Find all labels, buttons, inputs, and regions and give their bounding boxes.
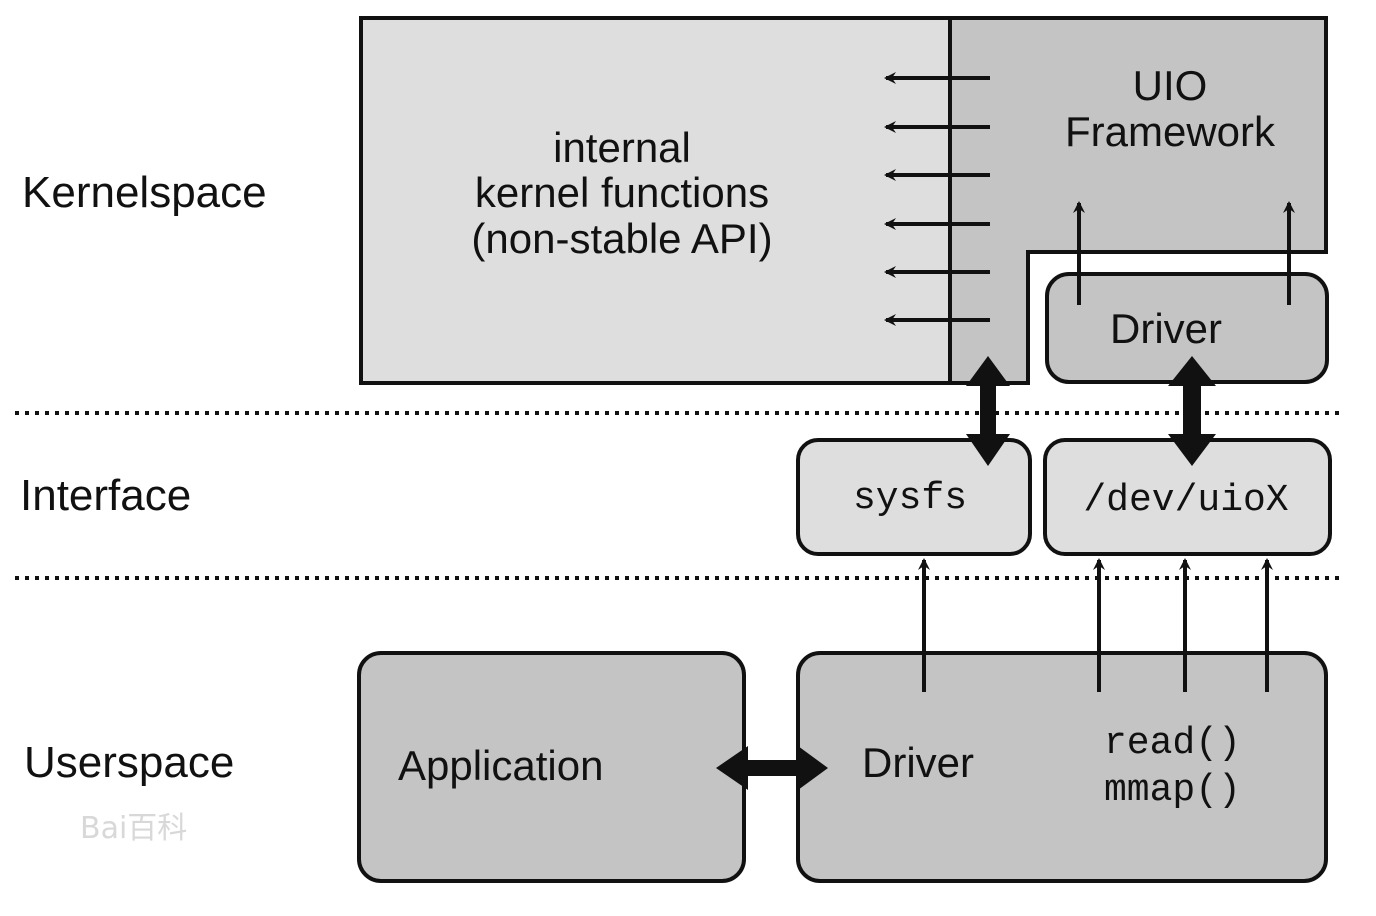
lane-label-userspace: Userspace <box>24 738 234 787</box>
lane-label-interface: Interface <box>20 471 191 520</box>
uio-framework-label-line1: UIO <box>1133 62 1208 109</box>
app-driver-double-arrow <box>716 746 828 790</box>
uio-sysfs-double-arrow <box>966 356 1010 466</box>
uio-framework-label-line2: Framework <box>1065 108 1276 155</box>
sysfs-label: sysfs <box>853 477 967 520</box>
driver-devuio-double-arrow <box>1168 356 1216 466</box>
uio-framework-box <box>948 16 1328 385</box>
mmap-call-label: mmap() <box>1104 769 1241 812</box>
kernel-functions-box <box>359 16 952 385</box>
lane-label-kernelspace: Kernelspace <box>22 168 267 217</box>
read-call-label: read() <box>1104 722 1241 765</box>
kernel-functions-label-line1: internal <box>553 124 691 171</box>
kernel-call-arrows <box>884 72 990 326</box>
application-label: Application <box>398 742 603 789</box>
sysfs-box <box>796 438 1032 556</box>
userspace-driver-label: Driver <box>862 739 974 786</box>
kernel-functions-label-line2: kernel functions <box>475 169 769 216</box>
watermark-logo: Bai百科 <box>80 811 187 846</box>
dev-uiox-label: /dev/uioX <box>1083 479 1288 522</box>
kernel-functions-label-line3: (non-stable API) <box>471 215 772 262</box>
kernel-driver-label: Driver <box>1110 305 1222 352</box>
